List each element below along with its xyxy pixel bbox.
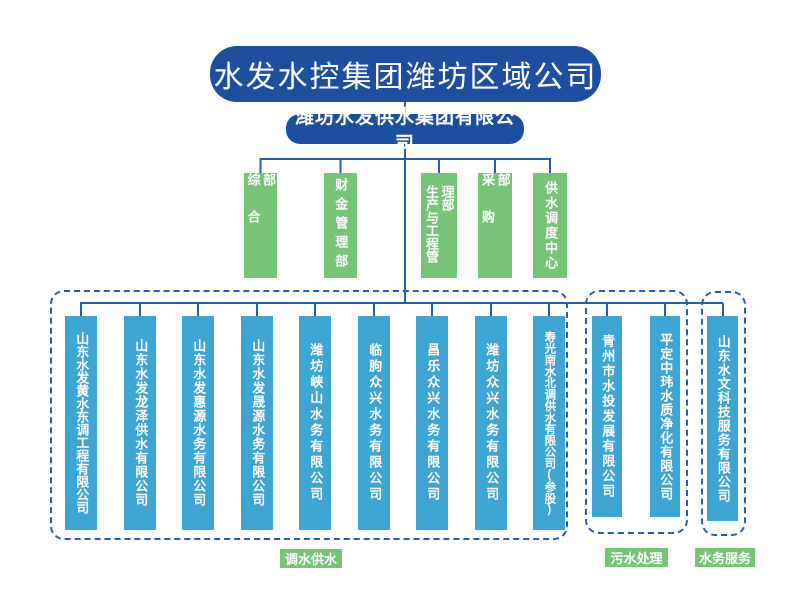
- company-label: 山东水文科技服务有限公司: [715, 334, 731, 503]
- company-label: 山东水发龙泽供水有限公司: [133, 339, 149, 507]
- department-label: 生产与工程管理部: [424, 185, 455, 263]
- company-box: 山东水发惠源水务有限公司: [182, 316, 214, 530]
- department-box-procurement: 采购部: [478, 173, 512, 278]
- company-box: 临朐众兴水务有限公司: [358, 316, 390, 530]
- department-label: 采购部: [480, 173, 511, 247]
- group-container-sewage-treatment: [585, 290, 688, 534]
- category-label-water-services: 水务服务: [695, 548, 755, 567]
- holding-company-box: 潍坊水发供水集团有限公司: [286, 107, 524, 155]
- company-label: 山东水发黄水东调工程有限公司: [74, 332, 90, 514]
- category-label-water-diversion-supply: 调水供水: [280, 549, 342, 568]
- group-container-water-diversion-supply: [50, 290, 568, 540]
- category-label-sewage-treatment: 污水处理: [605, 548, 668, 567]
- company-label: 临朐众兴水务有限公司: [367, 343, 383, 503]
- department-box-general-office: 综合部: [244, 173, 277, 278]
- company-label: 昌乐众兴水务有限公司: [425, 343, 441, 503]
- department-label: 综合部: [245, 173, 277, 247]
- company-label: 潍坊峡山水务有限公司: [308, 343, 324, 503]
- root-company-box: 水发水控集团潍坊区域公司: [210, 46, 601, 102]
- department-label: 财金管理部: [333, 178, 349, 273]
- group-container-water-services: [701, 291, 746, 536]
- company-box: 青州市水投发展有限公司: [592, 316, 622, 517]
- company-label: 潍坊众兴水务有限公司: [484, 343, 500, 503]
- company-label: 平定中玮水质净化有限公司: [658, 332, 674, 501]
- department-label: 供水调度中心: [543, 180, 559, 271]
- company-label: 青州市水投发展有限公司: [600, 334, 616, 499]
- department-box-water-dispatch-center: 供水调度中心: [533, 173, 567, 278]
- company-box: 潍坊峡山水务有限公司: [299, 316, 331, 530]
- company-label: 山东水发惠源水务有限公司: [191, 339, 207, 507]
- company-label: 寿光南水北调供水有限公司(参股): [543, 330, 556, 516]
- company-box: 山东水发黄水东调工程有限公司: [65, 316, 97, 530]
- department-box-production-engineering: 生产与工程管理部: [421, 173, 457, 278]
- department-box-finance: 财金管理部: [324, 173, 357, 278]
- company-box: 潍坊众兴水务有限公司: [475, 316, 507, 530]
- company-label: 山东水发晟源水务有限公司: [250, 339, 266, 507]
- company-box: 平定中玮水质净化有限公司: [650, 316, 680, 517]
- company-box: 山东水发晟源水务有限公司: [241, 316, 273, 530]
- company-box: 山东水文科技服务有限公司: [707, 316, 738, 521]
- company-box: 山东水发龙泽供水有限公司: [124, 316, 156, 530]
- company-box: 昌乐众兴水务有限公司: [416, 316, 448, 530]
- company-box: 寿光南水北调供水有限公司(参股): [533, 316, 565, 530]
